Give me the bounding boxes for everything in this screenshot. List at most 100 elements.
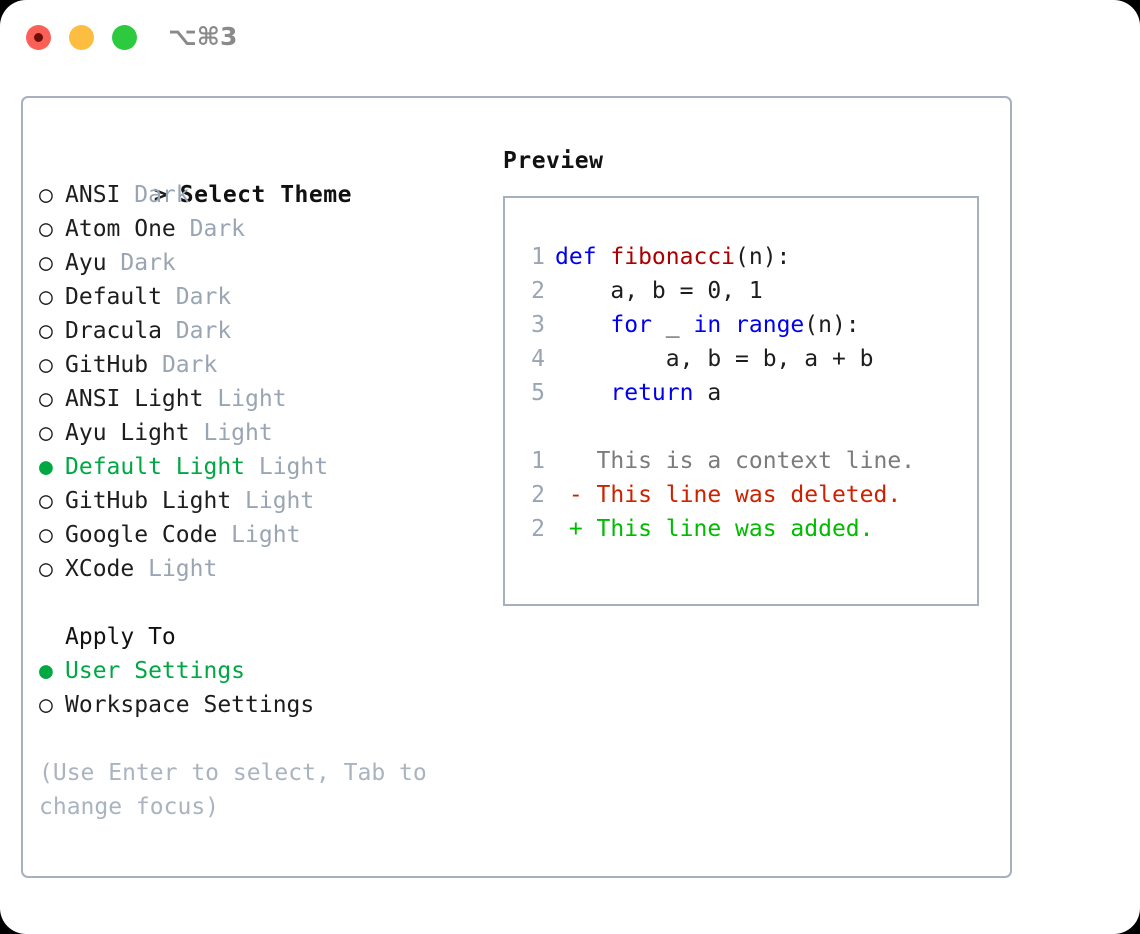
theme-kind-label: Dark bbox=[106, 250, 176, 276]
radio-unselected-icon: ○ bbox=[39, 522, 53, 548]
code-line: 2 a, b = 0, 1 bbox=[517, 274, 969, 308]
diff-line: 2 - This line was deleted. bbox=[517, 478, 969, 512]
line-number: 1 bbox=[531, 244, 545, 270]
code-line: 1 def fibonacci(n): bbox=[517, 240, 969, 274]
theme-kind-label: Dark bbox=[148, 352, 218, 378]
code-token: a, b = 0, 1 bbox=[555, 278, 763, 304]
theme-kind-label: Dark bbox=[120, 182, 190, 208]
code-token: a bbox=[693, 380, 722, 406]
diff-line: 1 This is a context line. bbox=[517, 444, 969, 478]
apply-to-option[interactable]: ● User Settings bbox=[39, 654, 489, 688]
radio-unselected-icon: ○ bbox=[39, 386, 53, 412]
keyboard-shortcut-label: ⌥⌘3 bbox=[168, 22, 238, 51]
code-token: in range bbox=[693, 312, 805, 338]
theme-kind-label: Light bbox=[134, 556, 218, 582]
theme-list: ○ ANSI Dark ○ Atom One Dark ○ Ayu Dark ○ Defaul… bbox=[39, 178, 489, 586]
theme-name: GitHub Light bbox=[65, 488, 232, 514]
radio-unselected-icon: ○ bbox=[39, 216, 53, 242]
code-token: (n): bbox=[804, 312, 860, 338]
theme-list-item[interactable]: ○ Ayu Dark bbox=[39, 246, 489, 280]
code-token: fibonacci bbox=[610, 244, 736, 270]
radio-unselected-icon: ○ bbox=[39, 488, 53, 514]
minimize-button-icon[interactable] bbox=[69, 25, 94, 50]
code-token bbox=[555, 312, 610, 338]
theme-kind-label: Light bbox=[245, 454, 329, 480]
theme-list-item[interactable]: ○ XCode Light bbox=[39, 552, 489, 586]
radio-unselected-icon: ○ bbox=[39, 318, 53, 344]
radio-unselected-icon: ○ bbox=[39, 556, 53, 582]
theme-name: ANSI Light bbox=[65, 386, 204, 412]
diff-lines: 1 This is a context line.2 - This line w… bbox=[517, 444, 969, 546]
list-spacer bbox=[39, 586, 489, 620]
code-diff-spacer bbox=[517, 410, 969, 444]
code-token: (n): bbox=[735, 244, 791, 270]
line-number: 4 bbox=[531, 346, 545, 372]
theme-list-item[interactable]: ○ ANSI Light Light bbox=[39, 382, 489, 416]
theme-name: GitHub bbox=[65, 352, 149, 378]
code-token: a, b = b, a + b bbox=[555, 346, 874, 372]
close-button-icon[interactable] bbox=[26, 25, 51, 50]
radio-unselected-icon: ○ bbox=[39, 182, 53, 208]
radio-unselected-icon: ○ bbox=[39, 692, 53, 718]
radio-unselected-icon: ○ bbox=[39, 250, 53, 276]
theme-list-item[interactable]: ○Google Code Light bbox=[39, 518, 489, 552]
title-bar: ⌥⌘3 bbox=[0, 0, 1140, 78]
line-number: 1 bbox=[531, 448, 545, 474]
diff-text: - This line was deleted. bbox=[555, 482, 902, 508]
apply-to-label: User Settings bbox=[65, 658, 246, 684]
diff-line: 2 + This line was added. bbox=[517, 512, 969, 546]
theme-list-item[interactable]: ○ GitHub Dark bbox=[39, 348, 489, 382]
code-line: 3 for _ in range(n): bbox=[517, 308, 969, 342]
theme-name: Google Code bbox=[65, 522, 218, 548]
radio-selected-icon: ● bbox=[39, 658, 53, 684]
line-number: 2 bbox=[531, 278, 545, 304]
theme-name: Default bbox=[65, 284, 162, 310]
maximize-button-icon[interactable] bbox=[112, 25, 137, 50]
theme-list-item[interactable]: ○Dracula Dark bbox=[39, 314, 489, 348]
theme-name: Ayu bbox=[65, 250, 107, 276]
theme-name: XCode bbox=[65, 556, 135, 582]
theme-kind-label: Dark bbox=[175, 216, 246, 242]
theme-kind-label: Light bbox=[203, 386, 287, 412]
radio-unselected-icon: ○ bbox=[39, 284, 53, 310]
code-token: for bbox=[610, 312, 652, 338]
line-number: 3 bbox=[531, 312, 545, 338]
code-token: def bbox=[555, 244, 611, 270]
code-line: 5 return a bbox=[517, 376, 969, 410]
code-line: 4 a, b = b, a + b bbox=[517, 342, 969, 376]
theme-list-item[interactable]: ○ GitHub Light Light bbox=[39, 484, 489, 518]
line-number: 2 bbox=[531, 516, 545, 542]
window-controls bbox=[26, 25, 137, 50]
diff-text: This is a context line. bbox=[555, 448, 916, 474]
main-panel: > Select Theme ○ ANSI Dark ○ Atom One Dark ○ A… bbox=[21, 96, 1012, 878]
theme-name: ANSI bbox=[65, 182, 121, 208]
theme-name: Atom One bbox=[65, 216, 176, 242]
line-number: 2 bbox=[531, 482, 545, 508]
theme-picker-column: > Select Theme ○ ANSI Dark ○ Atom One Dark ○ A… bbox=[39, 144, 489, 824]
diff-text: + This line was added. bbox=[555, 516, 874, 542]
theme-name: Default Light bbox=[65, 454, 246, 480]
code-token: _ bbox=[651, 312, 694, 338]
theme-kind-label: Dark bbox=[161, 318, 232, 344]
theme-list-item[interactable]: ○Default Dark bbox=[39, 280, 489, 314]
code-token bbox=[555, 380, 610, 406]
prompt-caret-icon: > bbox=[153, 182, 169, 208]
theme-list-item[interactable]: ○ Atom One Dark bbox=[39, 212, 489, 246]
radio-selected-icon: ● bbox=[39, 454, 53, 480]
theme-name: Ayu Light bbox=[65, 420, 190, 446]
apply-to-heading: Apply To bbox=[65, 624, 176, 650]
radio-unselected-icon: ○ bbox=[39, 352, 53, 378]
theme-list-item[interactable]: ○Ayu Light Light bbox=[39, 416, 489, 450]
theme-list-item[interactable]: ○ ANSI Dark bbox=[39, 178, 489, 212]
select-theme-heading-label: Select Theme bbox=[179, 182, 352, 208]
theme-kind-label: Light bbox=[231, 488, 315, 514]
hint-spacer bbox=[39, 722, 489, 756]
code-token: return bbox=[610, 380, 694, 406]
select-theme-heading: > Select Theme bbox=[39, 144, 489, 208]
theme-list-item[interactable]: ● Default Light Light bbox=[39, 450, 489, 484]
radio-unselected-icon: ○ bbox=[39, 420, 53, 446]
apply-to-option[interactable]: ○Workspace Settings bbox=[39, 688, 489, 722]
